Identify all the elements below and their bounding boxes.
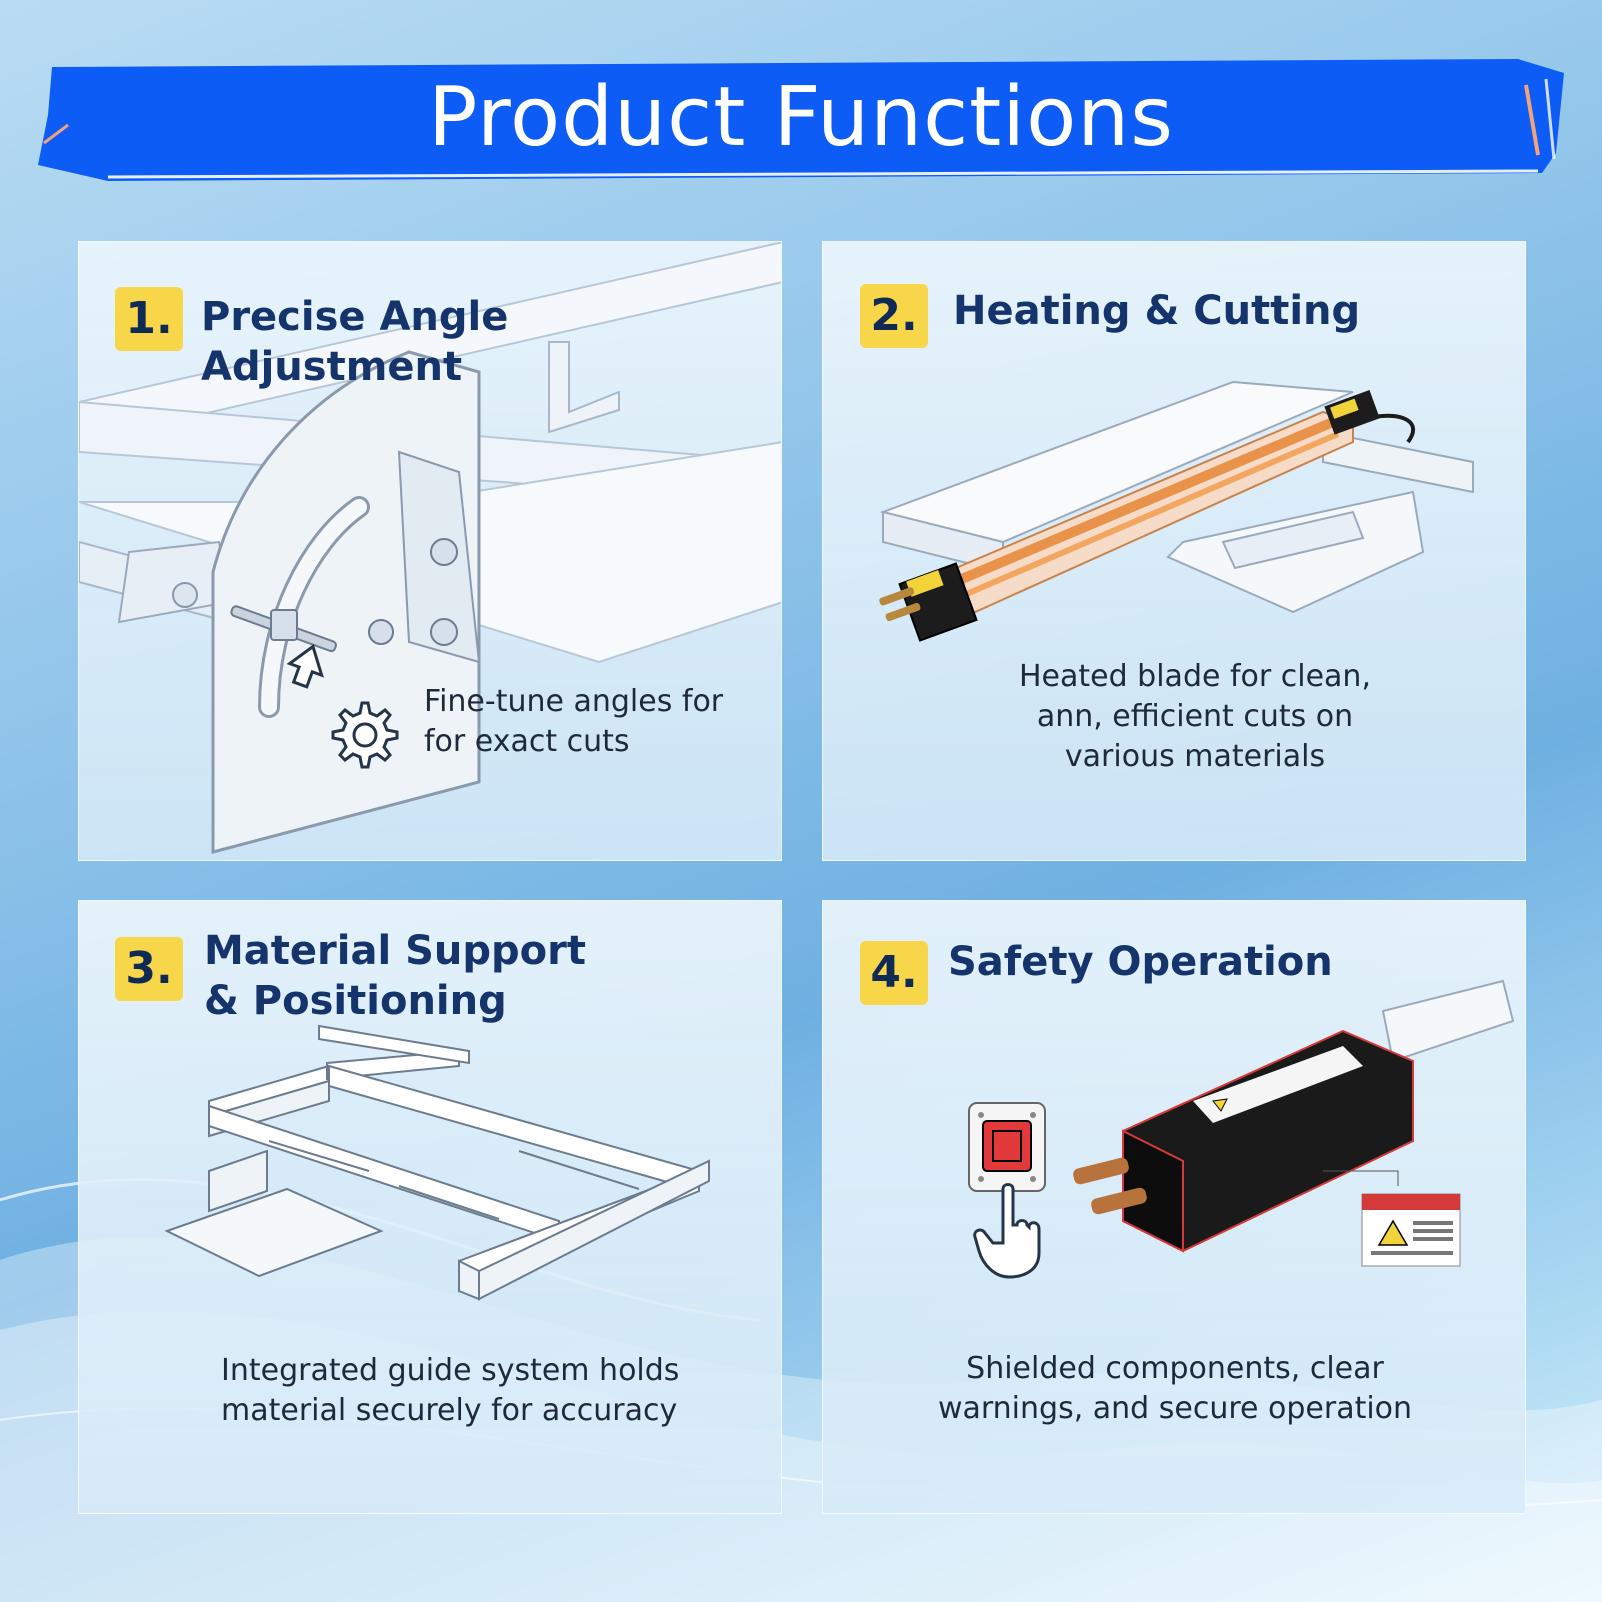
panel-description: Integrated guide system holds material s… [221, 1351, 679, 1431]
angle-plate-illustration [79, 242, 781, 854]
page-title: Product Functions [428, 70, 1174, 165]
description-line: Fine-tune angles for [424, 684, 724, 719]
panel-number-badge: 4. [860, 941, 928, 1005]
heated-cutter-illustration [879, 380, 1474, 642]
panel-number-badge: 1. [115, 287, 183, 351]
guide-rail-illustration [164, 1024, 710, 1301]
panel-safety-operation: 4. Safety Operation Shielded components,… [822, 900, 1526, 1514]
panel-title: Precise Angle Adjustment [201, 294, 509, 390]
panel-title: Safety Operation [948, 939, 1333, 985]
panel-precise-angle-adjustment: 1. Precise Angle Adjustment Fine-tune an… [78, 241, 782, 861]
panel-description: Heated blade for clean, ann, efficient c… [823, 657, 1525, 777]
panel-description: Fine-tune angles for for exact cuts [424, 682, 723, 762]
panel-title: Material Support & Positioning [204, 926, 586, 1026]
panel-number-badge: 2. [860, 284, 928, 348]
panel-title-line: & Positioning [204, 978, 507, 1024]
description-line: material securely for accuracy [221, 1393, 678, 1428]
description-line: Heated blade for clean, [1018, 659, 1371, 694]
panel-heating-and-cutting: 2. Heating & Cutting Heated blade for cl… [822, 241, 1526, 861]
title-banner [38, 59, 1564, 181]
panel-title: Heating & Cutting [953, 288, 1361, 334]
hand-pointer-icon [973, 1183, 1041, 1279]
description-line: ann, efficient cuts on [1036, 699, 1354, 734]
description-line: Integrated guide system holds [221, 1353, 680, 1388]
description-line: various materials [1064, 739, 1326, 774]
panel-number-badge: 3. [115, 937, 183, 1001]
panel-material-support-and-positioning: 3. Material Support & Positioning Integr… [78, 900, 782, 1514]
cursor-arrow-icon [286, 644, 324, 689]
warning-label-icon [1361, 1193, 1461, 1267]
power-switch-icon [968, 1102, 1046, 1192]
shielded-cutter-illustration [1073, 979, 1515, 1253]
description-line: warnings, and secure operation [937, 1391, 1413, 1426]
panel-description: Shielded components, clear warnings, and… [823, 1349, 1525, 1429]
description-line: for exact cuts [424, 724, 630, 759]
panel-title-line: Material Support [204, 928, 586, 974]
gear-icon [331, 701, 399, 769]
description-line: Shielded components, clear [966, 1351, 1384, 1386]
